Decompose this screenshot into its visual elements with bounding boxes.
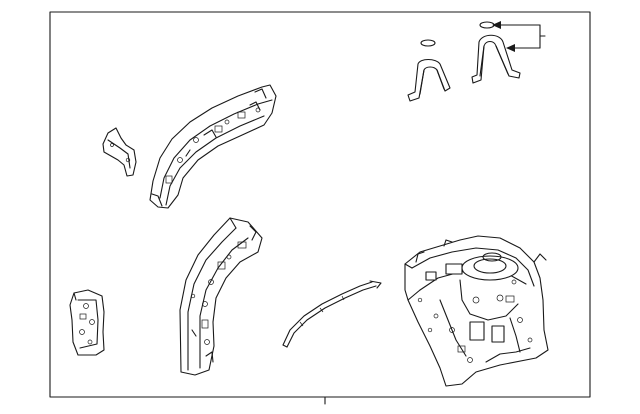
small-bracket (102, 127, 137, 177)
upper-wheelhouse-reinforcement (149, 84, 277, 209)
apron-assembly (404, 235, 549, 387)
seal-ring-left (420, 39, 436, 47)
bracket-clip-right (471, 34, 521, 84)
lower-wheelhouse-reinforcement (179, 217, 263, 376)
gusset-plate (69, 289, 105, 356)
seal-ring-right (479, 21, 495, 29)
weatherstrip (282, 280, 382, 348)
bracket-clip-left (407, 58, 451, 102)
diagram-frame (49, 11, 591, 398)
callout-leaders (492, 21, 546, 52)
